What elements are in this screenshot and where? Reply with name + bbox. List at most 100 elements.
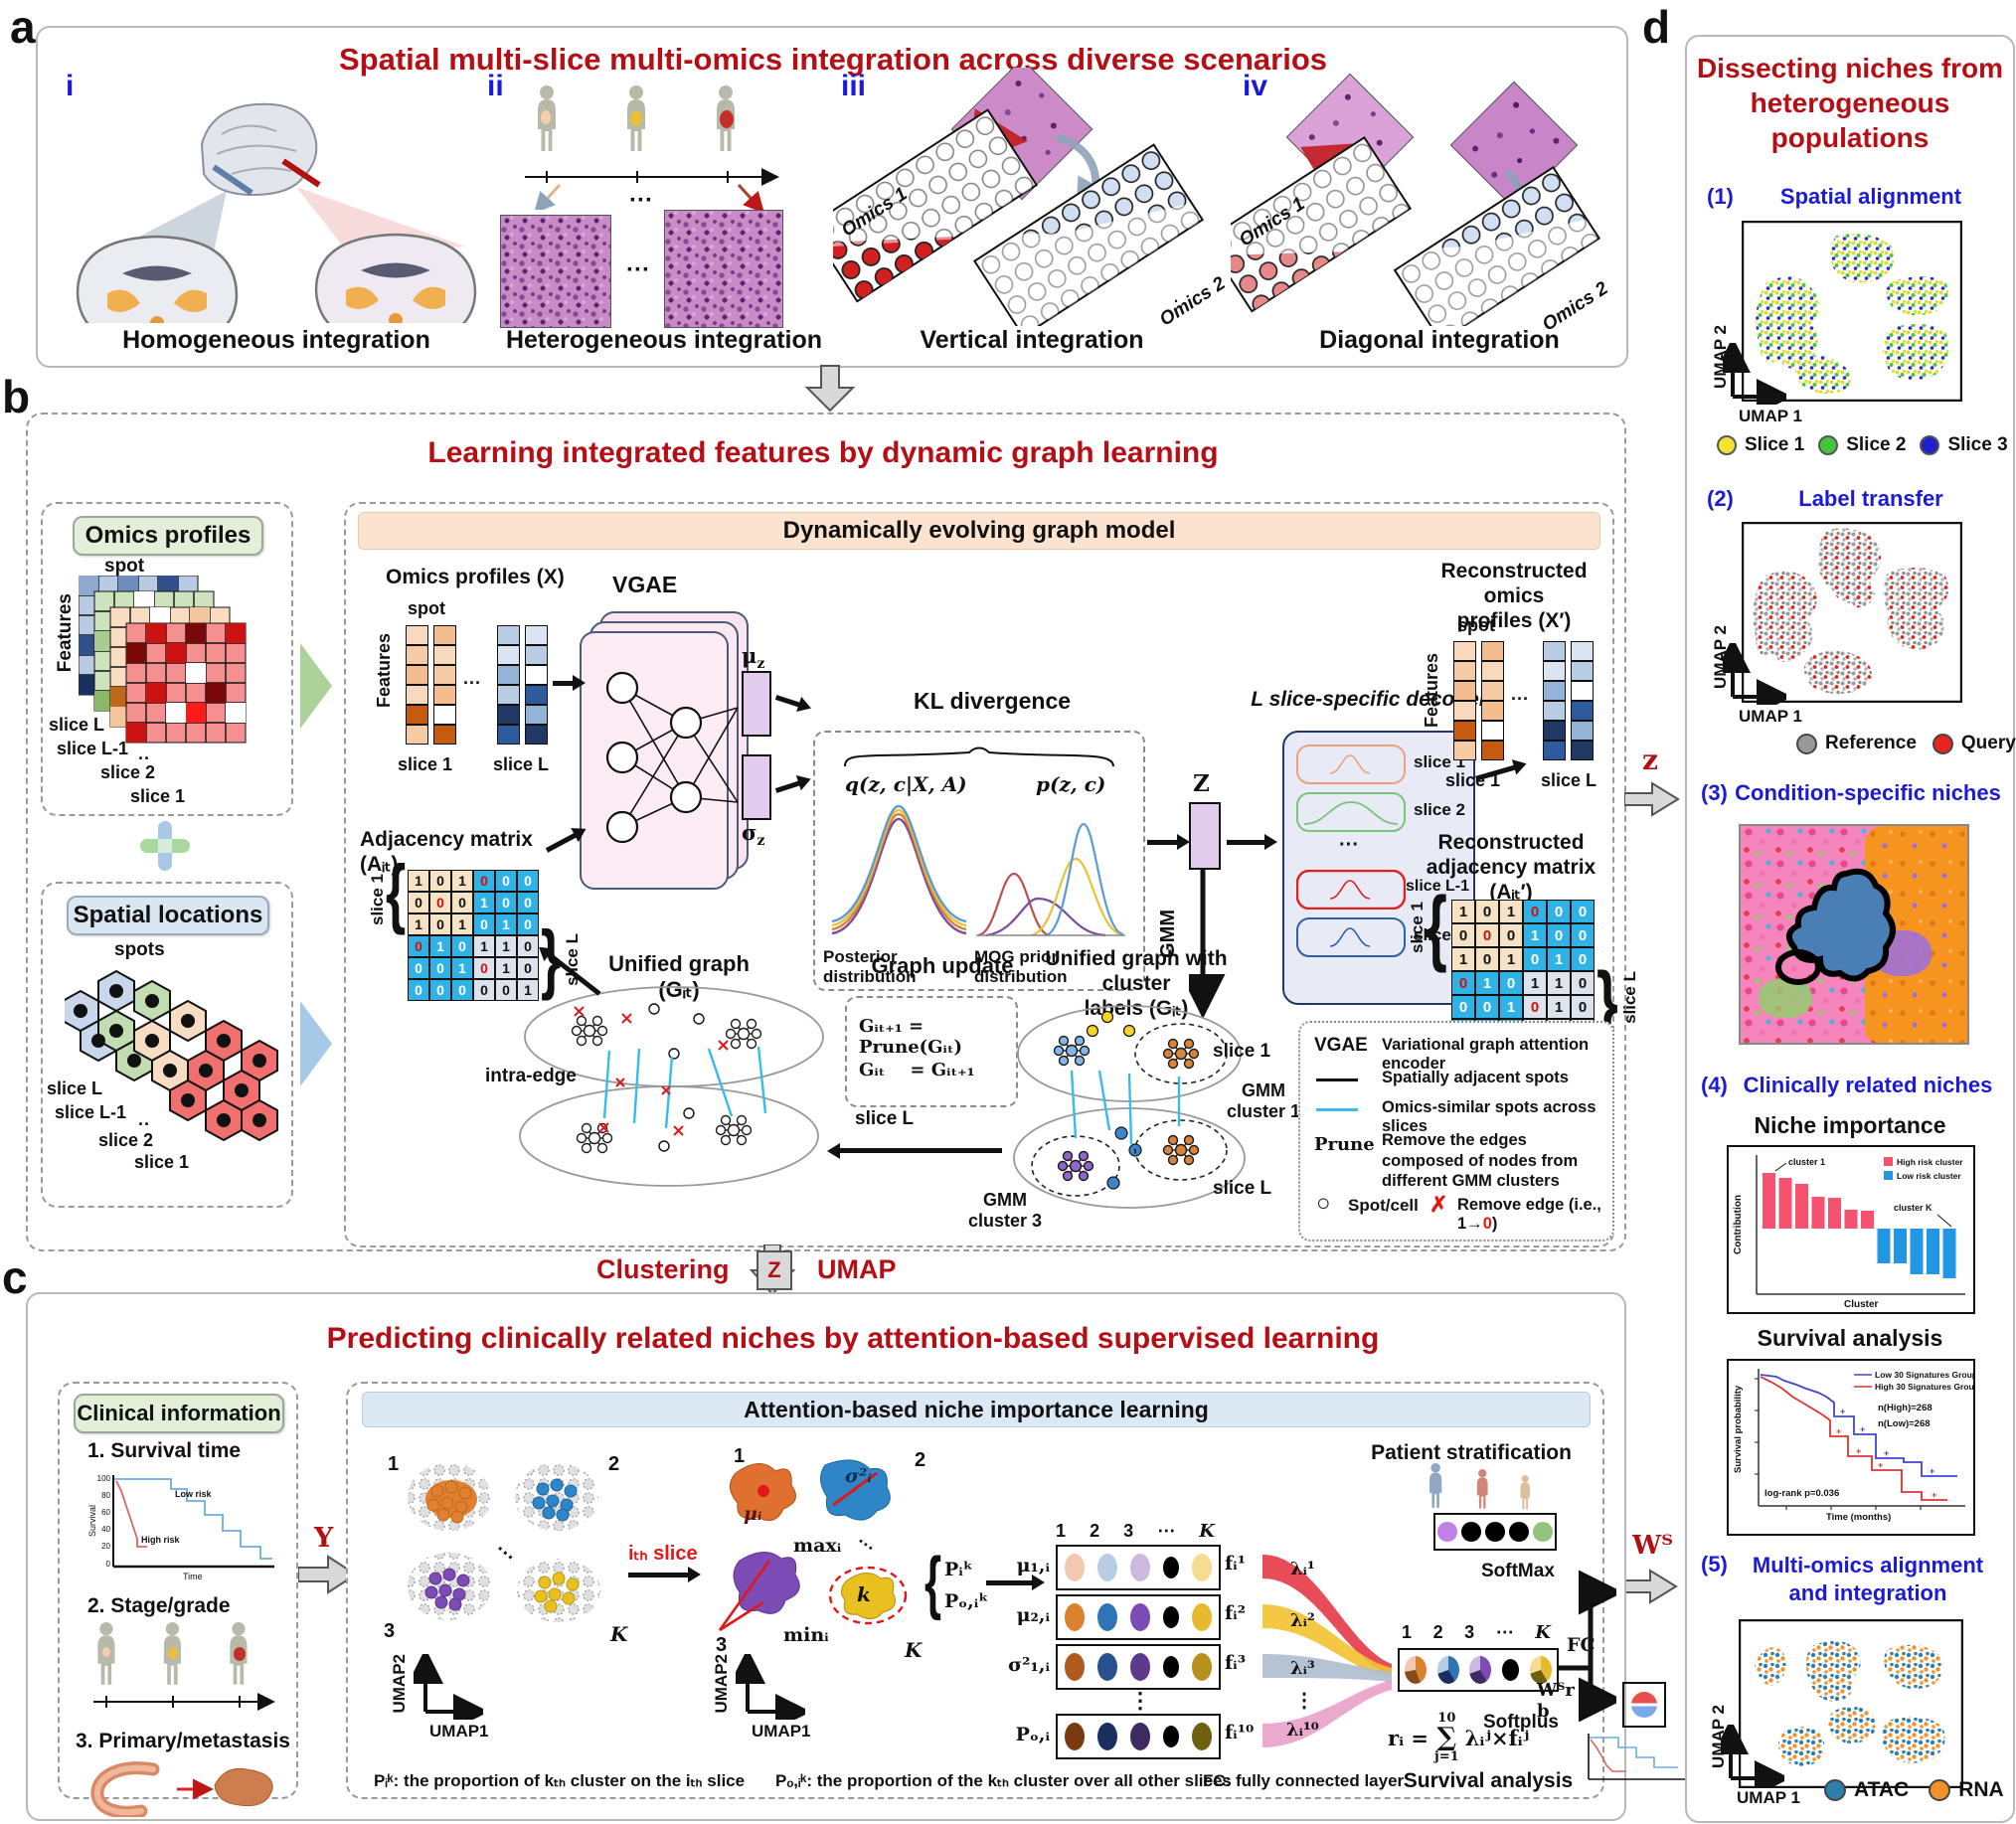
slice-l-label: slice L: [493, 754, 550, 774]
survival-time-item: 1. Survival time: [87, 1439, 242, 1462]
graph-model-box: Dynamically evolving graph model Omics p…: [344, 502, 1639, 1247]
pie-dot: [1436, 1656, 1459, 1684]
s3-title: Condition-specific niches: [1735, 780, 2001, 805]
poik-label: Pₒ,ᵢᵏ: [944, 1590, 989, 1612]
gmm-cluster3-l2: cluster 3: [967, 1210, 1043, 1231]
s5-title: Multi-omics alignment and integration: [1735, 1552, 2001, 1606]
cell: 0: [1475, 923, 1499, 947]
cell: 1: [473, 935, 495, 957]
slice3-swatch: [1920, 435, 1940, 455]
y-label: Y: [314, 1523, 334, 1554]
unified-graph: [519, 986, 824, 1187]
stray-dot: .: [1173, 282, 1180, 307]
bar-xlabel: Cluster: [1844, 1299, 1879, 1310]
h2: 2: [1432, 1622, 1443, 1642]
mu2i-label: μ₂,ᵢ: [1016, 1604, 1050, 1626]
attention-header: Attention-based niche importance learnin…: [362, 1392, 1591, 1427]
slice-1-label: slice 1: [398, 754, 453, 774]
eq-lhs: rᵢ =: [1388, 1725, 1428, 1750]
slice-1-label: slice 1: [1408, 902, 1427, 953]
cell: 1: [1547, 995, 1571, 1019]
omics-col: [433, 625, 456, 745]
n-low: n(Low)=268: [1878, 1418, 1931, 1429]
h1: 1: [1056, 1521, 1067, 1541]
dots: ···: [1511, 689, 1529, 709]
h2: 2: [1090, 1521, 1100, 1541]
legend-reference: Reference: [1796, 733, 1917, 754]
low-risk-legend: Low risk cluster: [1897, 1171, 1961, 1181]
sigma: σ: [742, 820, 757, 845]
km-tick: 20: [101, 1542, 110, 1551]
s4-num: (4): [1701, 1073, 1728, 1097]
note-fc: FC: fully connected layer: [1203, 1771, 1405, 1790]
panel-c: Predicting clinically related niches by …: [26, 1292, 1690, 1821]
remove-close: ): [1491, 1215, 1498, 1233]
slice-l-label: slice L: [1213, 1178, 1272, 1199]
decoder-sliceL1: [1296, 870, 1406, 910]
dot: [1533, 1522, 1553, 1542]
niche-3-num: 3: [716, 1634, 728, 1656]
panel-b-title: Learning integrated features by dynamic …: [427, 436, 1219, 469]
dot: [1192, 1723, 1213, 1750]
spatial-locations-header: Spatial locations: [67, 896, 269, 935]
dots: ···: [1339, 834, 1359, 856]
brain-illustration: [76, 102, 477, 323]
omics-x-title: Omics profiles (X): [386, 566, 565, 588]
cell: 0: [1571, 900, 1595, 923]
cell: 0: [408, 935, 429, 957]
s1-legend: Slice 1 Slice 2 Slice 3: [1717, 434, 2008, 456]
omics-profiles-box: Omics profiles spot Features slice L sli…: [41, 502, 293, 816]
slice-l-label: slice L: [1541, 770, 1597, 790]
slice1-label: Slice 1: [1745, 434, 1805, 455]
lambda3-label: λᵢ³: [1290, 1658, 1315, 1679]
lambda10-label: λᵢ¹⁰: [1286, 1720, 1319, 1741]
bar-ylabel: Contribution: [1733, 1195, 1744, 1254]
panel-a: Spatial multi-slice multi-omics integrat…: [36, 26, 1628, 368]
s5-title-2: and integration: [1788, 1579, 1947, 1605]
branch-lines: [1557, 1570, 1616, 1722]
cell: 0: [1499, 971, 1523, 995]
panel-d: Dissecting niches from heterogeneous pop…: [1685, 35, 2016, 1823]
cell: 1: [1475, 971, 1499, 995]
f10-label: fᵢ¹⁰: [1225, 1722, 1255, 1743]
z-latent-chip: Z: [756, 1250, 792, 1290]
posterior-label: Posterior distribution: [823, 947, 917, 986]
spatial-locations-box: Spatial locations spots slice L slice L-…: [41, 882, 293, 1208]
slice1-swatch: [1717, 435, 1737, 455]
s1-xlabel: UMAP 1: [1739, 407, 1802, 425]
s2-xlabel: UMAP 1: [1739, 707, 1802, 726]
features-label: Features: [374, 633, 394, 709]
omics-col: [525, 625, 548, 745]
cell: 0: [1523, 995, 1547, 1019]
cell: 1: [408, 913, 429, 935]
recon-omics-title-1: Reconstructed omics: [1440, 560, 1588, 608]
cell: 0: [1523, 947, 1547, 971]
r-formula: rᵢ = 10 ∑ j=1 λᵢʲ×fᵢʲ: [1388, 1712, 1529, 1763]
vdots: ⋮: [1129, 1688, 1151, 1713]
recon-adj-title: Reconstructed adjacency matrix (Aᵢₜ′): [1412, 830, 1610, 906]
softmax-output: [1433, 1513, 1557, 1551]
dot: [1192, 1653, 1213, 1681]
cluster1-annotation: cluster 1: [1788, 1157, 1825, 1167]
scenario-iii-num: iii: [841, 70, 867, 102]
z-to-d-label: z: [1642, 744, 1658, 776]
eq-rhs: λᵢʲ×fᵢʲ: [1464, 1725, 1530, 1750]
panel-b-label: b: [2, 371, 31, 422]
eq-sum: ∑: [1436, 1723, 1457, 1752]
mini-survival-plot: [1588, 1734, 1690, 1780]
posterior-curves: [831, 804, 967, 935]
cluster-K-num: K: [610, 1622, 628, 1646]
recon-col: [1543, 641, 1566, 760]
h3: 3: [1464, 1622, 1475, 1642]
panel-d-title: Dissecting niches from heterogeneous pop…: [1695, 51, 2005, 155]
cell: 1: [451, 913, 473, 935]
cell: 0: [1451, 995, 1475, 1019]
wt-label: Wᵀ: [1632, 1531, 1674, 1561]
blue-arrow-icon: [300, 1001, 332, 1086]
clinical-info-box: Clinical information 1. Survival time 10…: [58, 1382, 298, 1817]
hK: K: [1199, 1521, 1215, 1542]
plus-icon: [140, 821, 190, 871]
slice-2-label: slice 2: [100, 762, 156, 782]
dot: [1509, 1522, 1529, 1542]
